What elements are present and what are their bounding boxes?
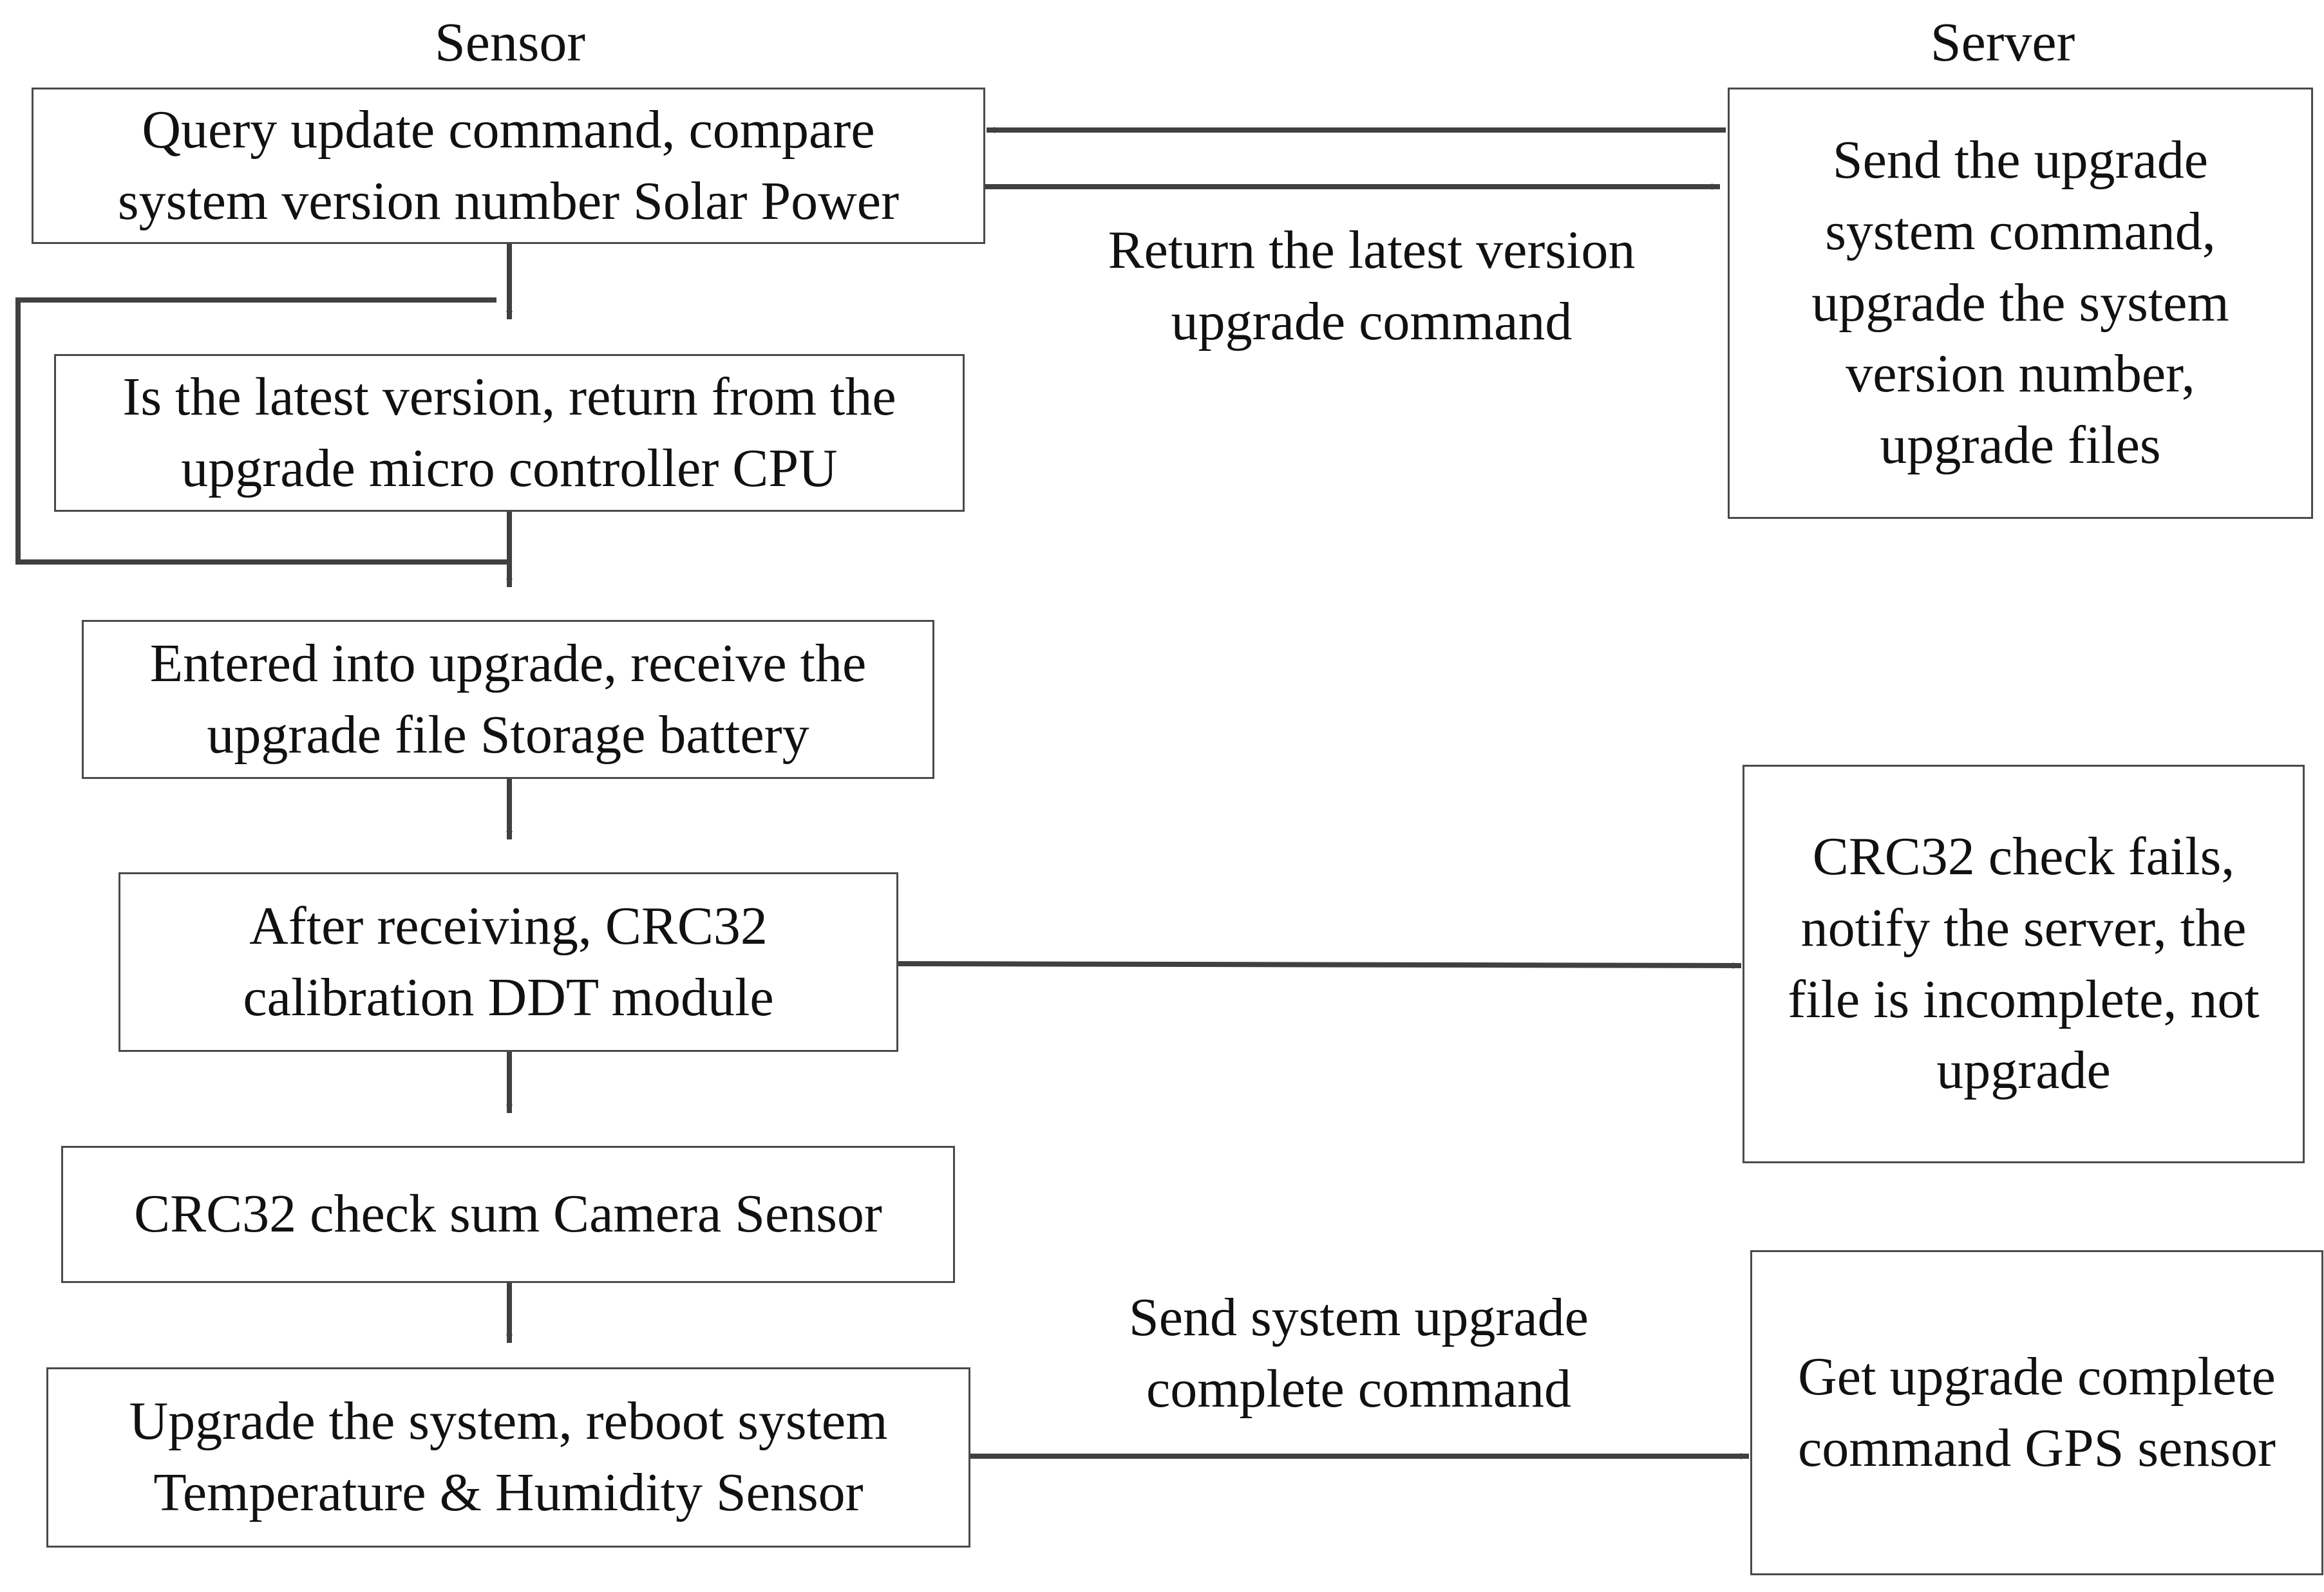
node-text: After receiving, CRC32 calibration DDT m…	[230, 891, 786, 1034]
node-text: Entered into upgrade, receive the upgrad…	[137, 628, 879, 771]
node-after-receiving-crc32: After receiving, CRC32 calibration DDT m…	[118, 872, 898, 1052]
node-line: version number,	[1846, 344, 2195, 404]
node-line: Get upgrade complete	[1798, 1346, 2276, 1407]
node-crc32-check-sum: CRC32 check sum Camera Sensor	[61, 1146, 955, 1283]
node-latest-version: Is the latest version, return from the u…	[54, 354, 965, 512]
bypass-loop-latest-to-entered	[15, 297, 512, 565]
node-line: upgrade file Storage battery	[207, 704, 809, 765]
edge-label-line: Return the latest version	[1108, 220, 1636, 280]
node-line: command GPS sensor	[1798, 1418, 2276, 1478]
edge-label-line: upgrade command	[1171, 291, 1573, 351]
node-entered-upgrade: Entered into upgrade, receive the upgrad…	[82, 620, 934, 779]
node-text: Upgrade the system, reboot system Temper…	[116, 1386, 900, 1529]
lane-heading-server: Server	[1930, 11, 2075, 73]
node-query-update-command: Query update command, compare system ver…	[32, 88, 985, 244]
node-line: After receiving, CRC32	[249, 895, 768, 956]
node-line: upgrade micro controller CPU	[181, 438, 838, 498]
node-line: upgrade	[1936, 1040, 2111, 1101]
node-line: Query update command, compare	[142, 99, 875, 160]
node-line: Temperature & Humidity Sensor	[153, 1463, 864, 1522]
node-text: CRC32 check fails, notify the server, th…	[1775, 821, 2272, 1107]
edge-label-line: complete command	[1146, 1358, 1572, 1419]
node-line: Is the latest version, return from the	[122, 366, 896, 427]
node-line: file is incomplete, not	[1788, 969, 2260, 1029]
node-get-upgrade-complete: Get upgrade complete command GPS sensor	[1750, 1250, 2323, 1575]
node-line: calibration DDT module	[243, 967, 774, 1027]
node-line: upgrade the system	[1811, 272, 2229, 333]
node-send-upgrade-command: Send the upgrade system command, upgrade…	[1728, 88, 2313, 519]
arrow-after-receiving-to-crc-fails	[895, 960, 1742, 969]
node-line: notify the server, the	[1800, 897, 2247, 958]
node-upgrade-reboot-system: Upgrade the system, reboot system Temper…	[46, 1367, 970, 1548]
node-text: Send the upgrade system command, upgrade…	[1799, 125, 2242, 482]
node-line: Upgrade the system, reboot system	[129, 1391, 888, 1452]
node-line: CRC32 check fails,	[1812, 826, 2235, 886]
edge-label-line: Send system upgrade	[1129, 1288, 1589, 1347]
node-text: Query update command, compare system ver…	[105, 95, 912, 238]
node-line: Send the upgrade	[1832, 129, 2209, 190]
node-line: upgrade files	[1880, 415, 2161, 476]
edge-label-return-latest-version: Return the latest version upgrade comman…	[1017, 215, 1726, 358]
node-text: Is the latest version, return from the u…	[109, 362, 909, 505]
node-text: CRC32 check sum Camera Sensor	[121, 1179, 895, 1250]
node-line: Entered into upgrade, receive the	[149, 633, 867, 693]
node-line: CRC32 check sum Camera Sensor	[134, 1184, 882, 1244]
node-crc32-check-fails: CRC32 check fails, notify the server, th…	[1743, 765, 2305, 1163]
edge-label-send-complete-command: Send system upgrade complete command	[1037, 1282, 1681, 1425]
node-text: Get upgrade complete command GPS sensor	[1785, 1342, 2289, 1484]
node-line: system version number Solar Power	[117, 171, 900, 231]
lane-heading-sensor: Sensor	[434, 11, 586, 73]
node-line: system command,	[1825, 201, 2216, 261]
